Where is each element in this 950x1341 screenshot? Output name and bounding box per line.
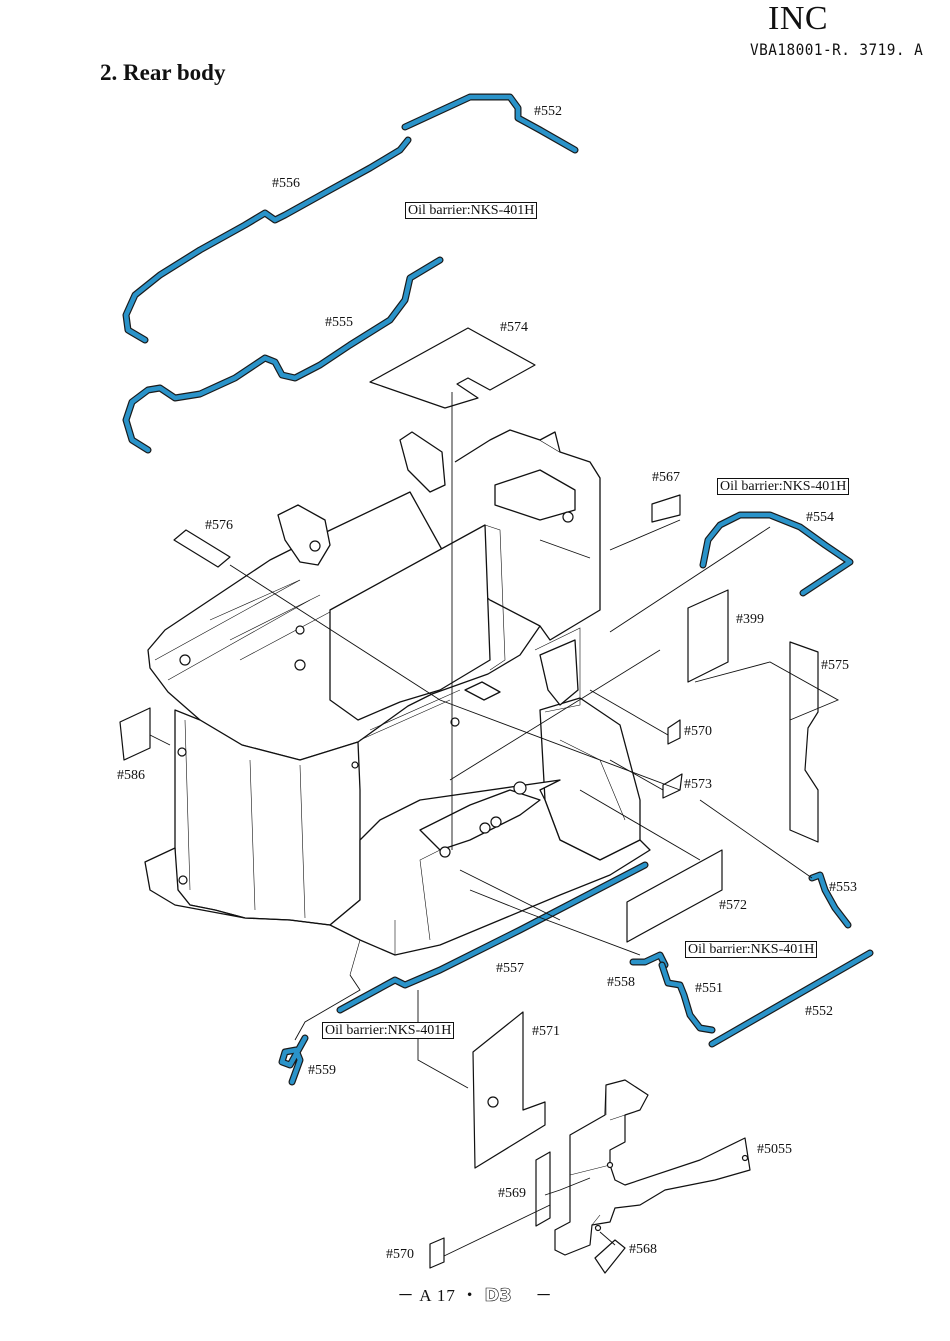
model-logo: D3 — [484, 1285, 512, 1307]
seal-556 — [122, 136, 412, 344]
seal-553 — [808, 871, 852, 929]
sheet-573 — [662, 773, 683, 799]
sheet-574 — [369, 327, 536, 409]
label-554: #554 — [806, 510, 834, 525]
seal-552-top — [401, 93, 579, 154]
label-399: #399 — [736, 612, 764, 627]
footer-dash: － — [535, 1286, 554, 1305]
label-567: #567 — [652, 470, 680, 485]
label-552-top: #552 — [534, 104, 562, 119]
sheet-399 — [687, 589, 729, 683]
seal-555 — [122, 256, 444, 454]
label-551: #551 — [695, 981, 723, 996]
label-576: #576 — [205, 518, 233, 533]
bracket-5055 — [554, 1079, 751, 1256]
rear-body-frame — [144, 429, 651, 976]
oil-barrier-label-3: Oil barrier:NKS-401H — [685, 941, 818, 958]
section-title: 2. Rear body — [100, 60, 226, 85]
oil-barrier-label-1: Oil barrier:NKS-401H — [405, 202, 538, 219]
company-name: INC — [768, 0, 829, 37]
oil-barrier-label-2: Oil barrier:NKS-401H — [717, 478, 850, 495]
sheet-576 — [173, 529, 231, 568]
seal-552-bottom — [708, 949, 874, 1048]
label-556: #556 — [272, 176, 300, 191]
label-586: #586 — [117, 768, 145, 783]
seal-551 — [658, 961, 716, 1034]
sheet-586 — [119, 707, 151, 761]
label-568: #568 — [629, 1242, 657, 1257]
seal-559 — [278, 1034, 309, 1086]
label-558: #558 — [607, 975, 635, 990]
label-572: #572 — [719, 898, 747, 913]
label-571: #571 — [532, 1024, 560, 1039]
label-573: #573 — [684, 777, 712, 792]
sheet-571-hole — [487, 1096, 499, 1108]
label-574: #574 — [500, 320, 528, 335]
sheet-569 — [535, 1151, 551, 1227]
seal-557 — [336, 861, 649, 1014]
oil-barrier-label-4: Oil barrier:NKS-401H — [322, 1022, 455, 1039]
label-570-mid: #570 — [684, 724, 712, 739]
sheet-575 — [789, 641, 819, 843]
page-number: － A 17 ・ — [396, 1286, 480, 1305]
sheet-570-mid — [667, 719, 681, 745]
label-559: #559 — [308, 1063, 336, 1078]
page-footer: － A 17 ・ D3 － — [0, 1281, 950, 1307]
label-569: #569 — [498, 1186, 526, 1201]
label-552-bottom: #552 — [805, 1004, 833, 1019]
label-575: #575 — [821, 658, 849, 673]
sheet-568 — [594, 1239, 626, 1274]
sheet-570-bottom — [429, 1237, 445, 1269]
label-5055: #5055 — [757, 1142, 792, 1157]
label-570-bottom: #570 — [386, 1247, 414, 1262]
leader-lines — [149, 392, 840, 1257]
seal-558 — [629, 951, 669, 969]
seal-554 — [699, 511, 854, 597]
label-553: #553 — [829, 880, 857, 895]
sheet-571 — [472, 1011, 546, 1169]
sheet-572 — [626, 849, 723, 943]
label-557: #557 — [496, 961, 524, 976]
sheet-567 — [651, 494, 681, 523]
label-555: #555 — [325, 315, 353, 330]
document-code: VBA18001-R. 3719. A — [750, 40, 924, 59]
